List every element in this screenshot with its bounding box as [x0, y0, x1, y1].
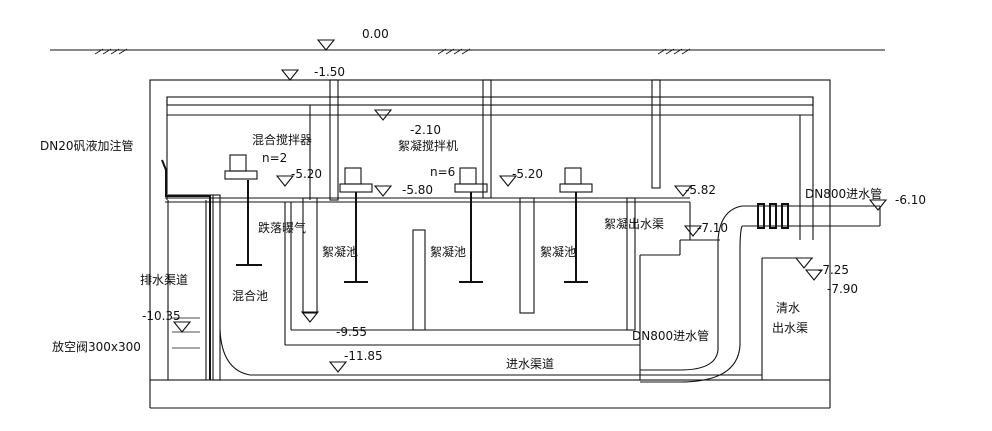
- inlet-pipe: [640, 203, 881, 383]
- label-floc-mixer: 絮凝搅拌机: [398, 138, 458, 153]
- label-mixer: 混合搅拌器: [252, 132, 312, 147]
- elevation-roof: -1.50: [314, 65, 345, 79]
- elevation-inlet-pipe: -6.10: [895, 193, 926, 207]
- elevation-inner-top: -2.10: [410, 123, 441, 137]
- elevation-floc-water-right: -5.20: [512, 167, 543, 181]
- label-floc-mixer-count: n=6: [430, 165, 455, 179]
- elevation-inlet-channel-bottom: -11.85: [344, 349, 383, 363]
- label-floc-tank-2: 絮凝池: [430, 244, 466, 259]
- elevation-drain: -10.35: [142, 309, 181, 323]
- ground-line: [50, 48, 885, 55]
- elevation-clear-bottom: -7.90: [827, 282, 858, 296]
- elevation-floc-channel: -7.10: [697, 221, 728, 235]
- label-floc-tank-1: 絮凝池: [322, 244, 358, 259]
- elevation-clear-top: -7.25: [818, 263, 849, 277]
- label-dosing-pipe: DN20矾液加注管: [40, 138, 134, 153]
- label-clear-line2: 出水渠: [772, 321, 808, 335]
- label-inlet-channel: 进水渠道: [506, 357, 554, 371]
- dosing-pipe: [161, 159, 211, 380]
- label-drain-channel: 排水渠道: [140, 273, 188, 287]
- label-floc-tank-3: 絮凝池: [540, 244, 576, 259]
- tank-walls: [165, 194, 813, 381]
- label-drop-aeration: 跌落曝气: [258, 220, 306, 235]
- label-floc-outlet: 絮凝出水渠: [604, 216, 664, 231]
- label-drain-valve: 放空阀300x300: [52, 339, 141, 354]
- elevation-markers: [172, 39, 888, 373]
- label-mixing-tank: 混合池: [232, 288, 268, 303]
- elevation-floc-bottom: -9.55: [336, 325, 367, 339]
- label-inlet-pipe-mid: DN800进水管: [632, 328, 709, 343]
- structure-walls: [149, 79, 831, 409]
- elevation-floc-water: -5.80: [402, 183, 433, 197]
- elevation-channel: -5.82: [685, 183, 716, 197]
- label-inlet-pipe-top: DN800进水管: [805, 186, 882, 201]
- mixer-units: [224, 154, 593, 283]
- label-mixer-count: n=2: [262, 151, 287, 165]
- elevation-mix-water: -5.20: [291, 167, 322, 181]
- label-clear-line1: 清水: [776, 301, 800, 315]
- elevation-ground: 0.00: [362, 27, 389, 41]
